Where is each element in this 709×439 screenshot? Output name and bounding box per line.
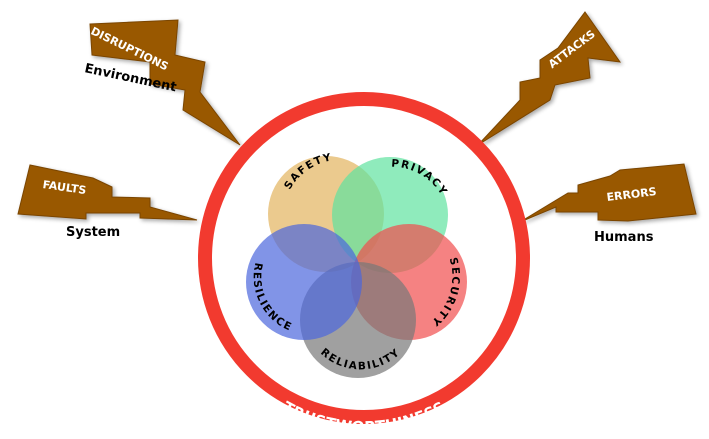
errors-label: ERRORS [606, 185, 657, 204]
attacks-bolt: ATTACKS [477, 11, 622, 146]
faults-bolt: FAULTS [17, 164, 198, 221]
trustworthiness-ring [198, 92, 530, 424]
system-label: System [66, 225, 120, 240]
humans-label: Humans [594, 230, 654, 245]
faults-label: FAULTS [42, 178, 87, 197]
errors-bolt: ERRORS [519, 163, 697, 223]
resilience-circle [246, 224, 362, 340]
